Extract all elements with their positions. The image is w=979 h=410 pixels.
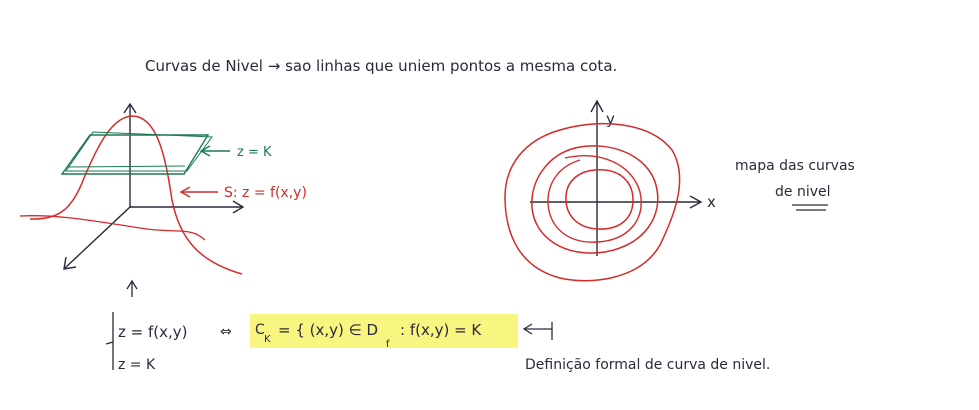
- plane-label-arrowhead: [199, 145, 211, 157]
- plane-z-k-sketch: [65, 131, 213, 172]
- y-axis-label: y: [606, 110, 615, 128]
- level-curve-innermost: [565, 169, 634, 230]
- surface-base-curve: [19, 215, 206, 241]
- definition-highlight: [250, 314, 518, 348]
- system-line-2: z = K: [118, 357, 156, 373]
- z-axis-arrowhead: [123, 102, 137, 114]
- plane-z-k-sketch-line: [67, 165, 186, 168]
- definition-pointer-arrowhead: [522, 323, 533, 335]
- level-curves-note-line2: de nivel: [775, 184, 831, 200]
- surface-profile-curve: [29, 115, 243, 275]
- set-c: C: [255, 322, 265, 338]
- domain-subscript: f: [386, 339, 390, 350]
- surface-label: S: z = f(x,y): [224, 185, 307, 201]
- plane-label: z = K: [237, 145, 272, 160]
- y-axis-3d-arrowhead: [232, 200, 245, 214]
- surface-label-arrowhead: [179, 186, 191, 198]
- definition-caption: Definição formal de curva de nivel.: [525, 357, 770, 373]
- set-condition: : f(x,y) = K: [400, 321, 482, 339]
- system-line-1: z = f(x,y): [118, 323, 188, 341]
- x-axis-label: x: [707, 193, 716, 211]
- set-c-subscript: K: [264, 334, 271, 345]
- x-axis-3d: [64, 206, 131, 269]
- y-axis-arrowhead: [590, 99, 604, 113]
- surface-figure: z = K S: z = f(x,y): [19, 102, 307, 275]
- equivalence-symbol: ⇔: [220, 324, 232, 340]
- formal-definition: z = f(x,y) z = K ⇔ C K = { (x,y) ∈ D f :…: [105, 279, 770, 373]
- level-curves-figure: y x mapa das curvas de nivel: [504, 99, 855, 282]
- plane-z-k: [60, 134, 210, 175]
- set-definition: = { (x,y) ∈ D: [278, 321, 378, 339]
- x-axis-3d-arrowhead: [63, 256, 77, 270]
- level-curve-outer: [504, 122, 681, 282]
- up-arrow-head: [126, 279, 138, 290]
- level-curve-inner: [547, 155, 642, 243]
- level-curves-note-line1: mapa das curvas: [735, 158, 855, 174]
- level-curve-middle: [531, 145, 659, 254]
- system-brace-tip: [105, 341, 114, 345]
- title-text: Curvas de Nivel → sao linhas que uniem p…: [145, 57, 617, 75]
- x-axis-arrowhead: [689, 195, 703, 209]
